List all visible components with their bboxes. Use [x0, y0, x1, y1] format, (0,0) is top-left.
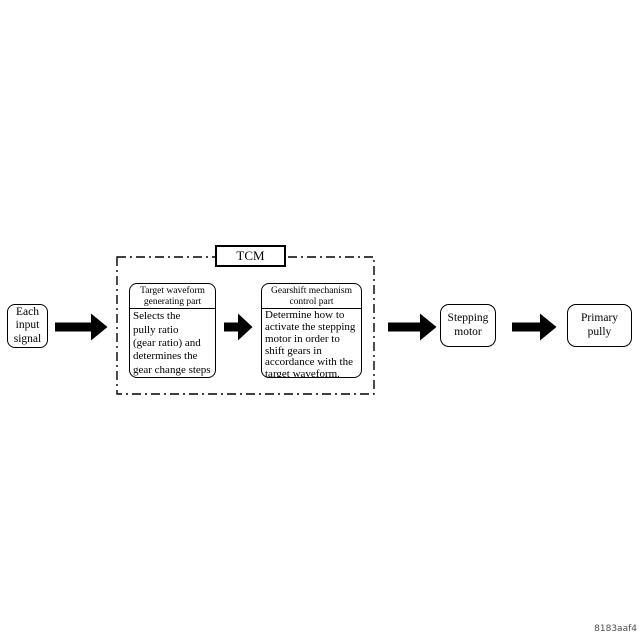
stepping-motor-label: Stepping motor — [447, 312, 489, 338]
tcm-label: TCM — [236, 248, 265, 263]
each-input-signal-box: Each input signal — [7, 304, 48, 348]
figure-code: 8183aaf4 — [594, 624, 637, 634]
each-input-signal-label: Each input signal — [13, 306, 42, 345]
arrow-right-icon — [388, 313, 437, 341]
target-waveform-generating-block: Target waveform generating part Selects … — [129, 283, 216, 378]
block-body: Selects the pully ratio (gear ratio) and… — [133, 310, 211, 376]
block-body: Determine how to activate the stepping m… — [265, 309, 356, 378]
arrow-right-icon — [512, 313, 557, 341]
arrow-right-icon — [55, 313, 108, 341]
primary-pully-box: Primary pully — [567, 304, 632, 347]
gearshift-mechanism-control-block: Gearshift mechanism control part Determi… — [261, 283, 362, 378]
block-title: Gearshift mechanism control part — [262, 284, 361, 310]
block-title: Target waveform generating part — [130, 284, 215, 310]
arrow-right-icon — [224, 313, 253, 341]
primary-pully-label: Primary pully — [580, 312, 619, 338]
stepping-motor-box: Stepping motor — [440, 304, 496, 347]
tcm-label-box: TCM — [215, 245, 286, 267]
